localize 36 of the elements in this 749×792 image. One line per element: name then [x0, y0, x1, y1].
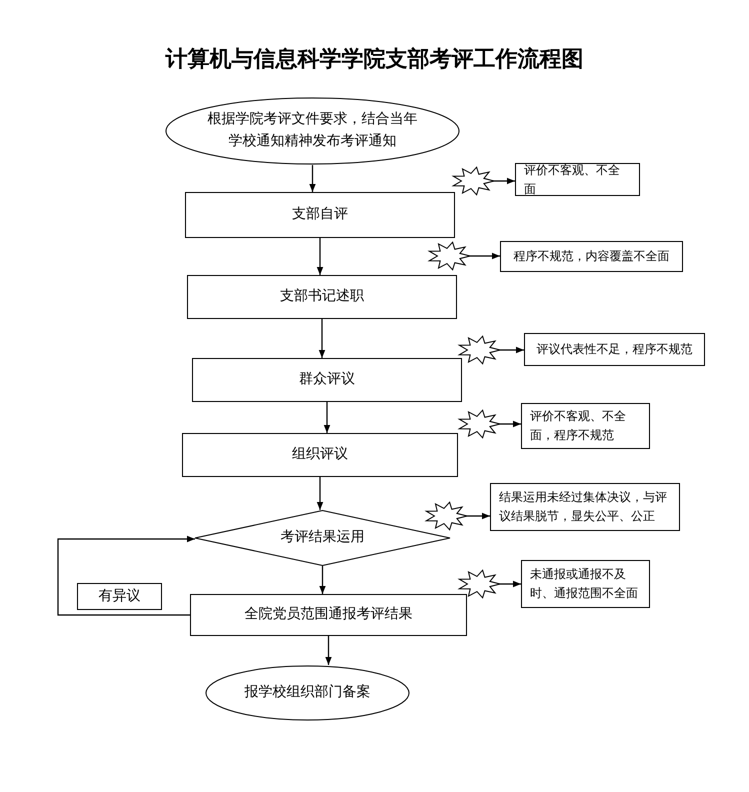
note-text: 评价不客观、不全面，程序不规范 [530, 408, 627, 444]
arrow [316, 238, 324, 275]
process-box [182, 433, 458, 477]
note-box [490, 483, 680, 531]
step-text: 全院党员范围通报考评结果 [244, 605, 412, 624]
diagram-title: 计算机与信息科学学院支部考评工作流程图 [166, 45, 584, 74]
note-box [500, 241, 683, 272]
process-box [77, 583, 162, 610]
step-text: 根据学院考评文件要求，结合当年学校通知精神发布考评通知 [206, 110, 418, 151]
arrow [318, 319, 326, 358]
note-box [521, 560, 650, 608]
step-text: 支部书记述职 [280, 287, 364, 306]
note-text: 评议代表性不足，程序不规范 [536, 341, 692, 358]
note-box [524, 333, 705, 366]
process-box [185, 192, 455, 238]
step-text: 报学校组织部门备案 [244, 683, 370, 702]
note-box [515, 163, 640, 196]
arrow [309, 165, 316, 192]
note-text: 未通报或通报不及时、通报范围不全面 [530, 566, 639, 602]
arrow [57, 536, 195, 616]
step-text: 组织评议 [292, 445, 348, 464]
step-text: 有异议 [98, 586, 140, 606]
arrow [319, 566, 326, 594]
note-text: 程序不规范，内容覆盖不全面 [514, 248, 670, 266]
note-text: 结果运用未经过集体决议，与评议结果脱节，显失公平、公正 [499, 489, 668, 525]
process-box [190, 594, 467, 636]
step-text: 群众评议 [299, 370, 355, 390]
note-text: 评价不客观、不全面 [524, 162, 621, 198]
note-box [521, 403, 650, 449]
arrow [325, 636, 332, 665]
step-text: 支部自评 [292, 205, 348, 224]
step-text: 考评结果运用 [280, 528, 364, 548]
arrow [324, 402, 330, 433]
arrow [316, 477, 324, 510]
process-box [187, 275, 457, 319]
process-box [192, 358, 462, 402]
